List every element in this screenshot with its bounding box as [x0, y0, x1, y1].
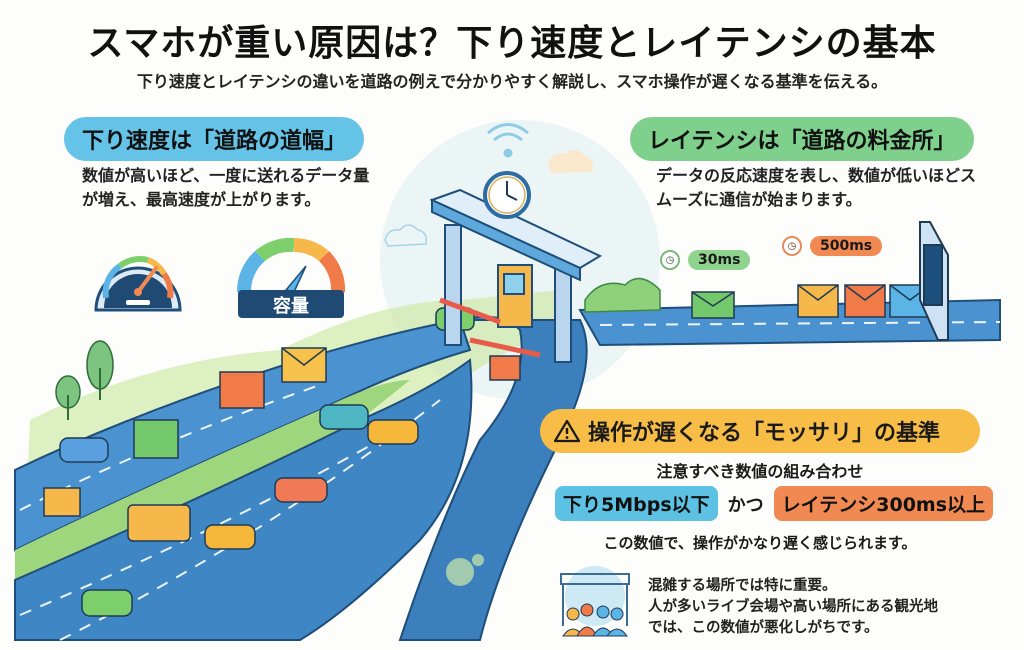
crowd-note-line: 混雑する場所では特に重要。: [648, 578, 837, 594]
crowd-concert-icon: [560, 566, 630, 637]
criteria-note: この数値で、操作がかなり遅く感じられます。: [603, 534, 917, 552]
download-heading: 下り速度は「道路の道幅」: [64, 117, 365, 161]
download-criteria-badge: 下り5Mbps以下: [555, 486, 718, 521]
caution-subheading: 注意すべき数値の組み合わせ: [656, 462, 864, 481]
clock-icon: [483, 171, 531, 219]
slow-latency-badge: 500ms: [810, 236, 883, 256]
latency-description: データの反応速度を表し、数値が低いほどスムーズに通信が始まります。: [656, 166, 977, 209]
latency-heading: レイテンシは「道路の料金所」: [630, 117, 974, 161]
clock-icon: ◷: [660, 250, 680, 270]
crowd-note-line: では、この数値が悪化しがちです。: [648, 620, 879, 636]
fast-latency-indicator: ◷ 30ms: [660, 250, 751, 270]
latency-criteria-badge: レイテンシ300ms以上: [773, 486, 994, 521]
toll-gate: [429, 188, 603, 363]
download-description: 数値が高いほど、一度に送れるデータ量が増え、最高速度が上がります。: [82, 166, 370, 209]
slow-latency-indicator: ◷ 500ms: [782, 236, 883, 256]
gauge-label: 容量: [273, 296, 309, 317]
warning-icon: [554, 419, 580, 443]
page-title: スマホが重い原因は？下り速度とレイテンシの基本: [87, 23, 937, 64]
criteria-conjunction: かつ: [727, 494, 764, 516]
wifi-icon: [487, 123, 529, 158]
clock-icon: ◷: [782, 236, 802, 256]
fast-latency-badge: 30ms: [688, 250, 751, 270]
speedometer-icon: [94, 255, 182, 312]
criteria-row: 下り5Mbps以下 かつ レイテンシ300ms以上: [555, 486, 994, 521]
crowd-note-line: 人が多いライブ会場や高い場所にある観光地: [648, 599, 938, 615]
caution-heading: 操作が遅くなる「モッサリ」の基準: [588, 421, 941, 446]
tree-icon: [55, 340, 114, 420]
caution-heading-pill: 操作が遅くなる「モッサリ」の基準: [540, 409, 980, 453]
gate-door-icon: [919, 221, 949, 341]
capacity-gauge-icon: [237, 237, 346, 318]
page-subtitle: 下り速度とレイテンシの違いを道路の例えで分かりやすく解説し、スマホ操作が遅くなる…: [136, 72, 888, 91]
crowd-note: 混雑する場所では特に重要。 人が多いライブ会場や高い場所にある観光地 では、この…: [648, 576, 938, 639]
